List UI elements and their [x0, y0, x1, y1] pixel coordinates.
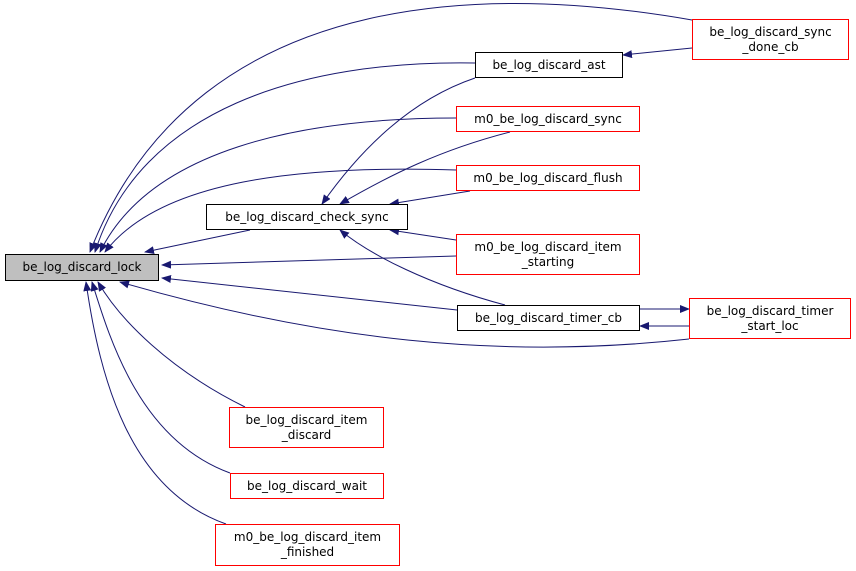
node-label: be_log_discard_check_sync — [225, 209, 389, 224]
node-label-line-2: _starting — [521, 254, 575, 269]
node-m0-be-log-discard-sync[interactable]: m0_be_log_discard_sync — [456, 106, 640, 132]
edge-m0-flush-to-check-sync — [389, 190, 471, 207]
node-label: be_log_discard_wait — [247, 478, 367, 493]
node-be-log-discard-timer-cb[interactable]: be_log_discard_timer_cb — [457, 305, 640, 331]
edge-check-sync-to-lock — [144, 229, 251, 255]
node-label-line-1: m0_be_log_discard_item — [233, 530, 382, 544]
node-label: be_log_discard_timer_cb — [474, 310, 623, 325]
edge-sync-done-cb-to-ast — [622, 47, 693, 59]
node-be-log-discard-ast[interactable]: be_log_discard_ast — [475, 52, 623, 78]
edge-m0-item-finished-to-lock — [83, 281, 227, 525]
edge-m0-item-starting-to-lock — [161, 255, 457, 269]
node-label-line-1: be_log_discard_item — [245, 412, 368, 427]
node-label-line-1: be_log_discard_timer — [706, 303, 834, 318]
node-label: be_log_discard_lock — [22, 260, 142, 274]
node-m0-be-log-discard-flush[interactable]: m0_be_log_discard_flush — [456, 165, 640, 191]
edge-timer-start-loc-to-lock — [119, 280, 690, 348]
edge-ast-to-lock — [93, 62, 476, 253]
node-be-log-discard-check-sync[interactable]: be_log_discard_check_sync — [206, 204, 408, 230]
edge-m0-sync-to-lock — [99, 117, 457, 253]
node-label: m0_be_log_discard_sync — [474, 111, 622, 126]
edge-m0-item-starting-to-check-sync — [389, 227, 457, 241]
node-label-line-1: be_log_discard_sync — [709, 24, 832, 39]
edge-m0-sync-to-check-sync — [339, 131, 511, 205]
node-label: m0_be_log_discard_flush — [473, 170, 623, 185]
node-be-log-discard-sync-done-cb[interactable]: be_log_discard_sync _done_cb — [692, 19, 849, 60]
edge-item-discard-to-lock — [97, 281, 246, 408]
node-label-line-2: _discard — [281, 427, 332, 442]
edge-sync-done-cb-to-lock — [89, 3, 693, 253]
node-label-line-2: _finished — [280, 545, 335, 559]
edge-wait-to-lock — [90, 281, 231, 474]
node-label-line-2: _start_loc — [741, 318, 799, 333]
node-be-log-discard-lock: be_log_discard_lock — [5, 254, 159, 281]
node-label-line-2: _done_cb — [742, 39, 799, 54]
node-be-log-discard-wait[interactable]: be_log_discard_wait — [230, 473, 384, 499]
edge-timer-cb-to-check-sync — [339, 229, 506, 306]
edge-ast-to-check-sync — [321, 77, 476, 205]
node-be-log-discard-timer-start-loc[interactable]: be_log_discard_timer _start_loc — [689, 298, 851, 339]
node-m0-be-log-discard-item-starting[interactable]: m0_be_log_discard_item _starting — [456, 234, 640, 275]
node-m0-be-log-discard-item-finished[interactable]: m0_be_log_discard_item _finished — [215, 524, 400, 566]
node-label: be_log_discard_ast — [492, 57, 606, 72]
edge-timer-cb-to-lock — [161, 274, 458, 311]
node-label-line-1: m0_be_log_discard_item — [474, 239, 622, 254]
edge-m0-flush-to-lock — [104, 168, 457, 253]
node-be-log-discard-item-discard[interactable]: be_log_discard_item _discard — [229, 407, 384, 448]
